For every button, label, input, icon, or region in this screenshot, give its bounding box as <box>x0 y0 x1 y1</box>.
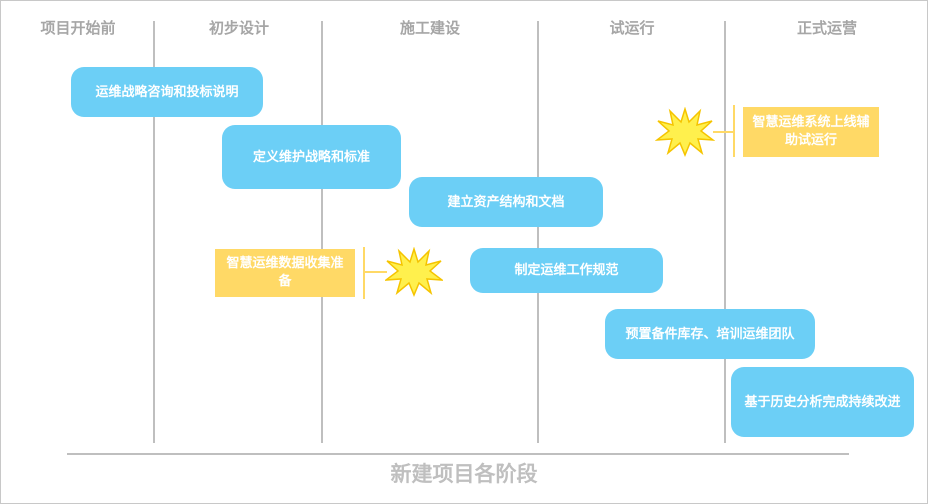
task-strategy-consulting: 运维战略咨询和投标说明 <box>71 67 263 117</box>
phase-label-construction: 施工建设 <box>399 19 460 37</box>
starburst-icon <box>655 107 715 157</box>
phase-divider <box>321 21 323 443</box>
note-system-online-trial: 智慧运维系统上线辅助试运行 <box>743 107 879 157</box>
task-asset-structure-docs: 建立资产结构和文档 <box>409 177 603 227</box>
phase-label-pre-project: 项目开始前 <box>40 19 116 37</box>
task-operation-specs: 制定运维工作规范 <box>470 248 663 293</box>
diagram-title: 新建项目各阶段 <box>390 462 538 486</box>
note-bracket <box>363 247 365 299</box>
phase-label-trial-operation: 试运行 <box>609 19 655 37</box>
note-connector <box>365 271 387 273</box>
task-spare-parts-training: 预置备件库存、培训运维团队 <box>605 309 815 359</box>
task-define-maintenance-strategy: 定义维护战略和标准 <box>222 125 401 189</box>
phase-label-formal-operation: 正式运营 <box>796 19 857 37</box>
timeline-baseline <box>67 453 849 455</box>
phase-label-preliminary-design: 初步设计 <box>208 19 269 37</box>
phase-divider <box>724 21 726 443</box>
task-continuous-improvement: 基于历史分析完成持续改进 <box>731 367 914 437</box>
note-connector <box>713 131 733 133</box>
phase-divider <box>537 21 539 443</box>
note-bracket <box>733 105 735 157</box>
phase-divider <box>153 21 155 443</box>
note-data-collection-prep: 智慧运维数据收集准备 <box>215 249 355 297</box>
starburst-icon <box>385 247 443 297</box>
